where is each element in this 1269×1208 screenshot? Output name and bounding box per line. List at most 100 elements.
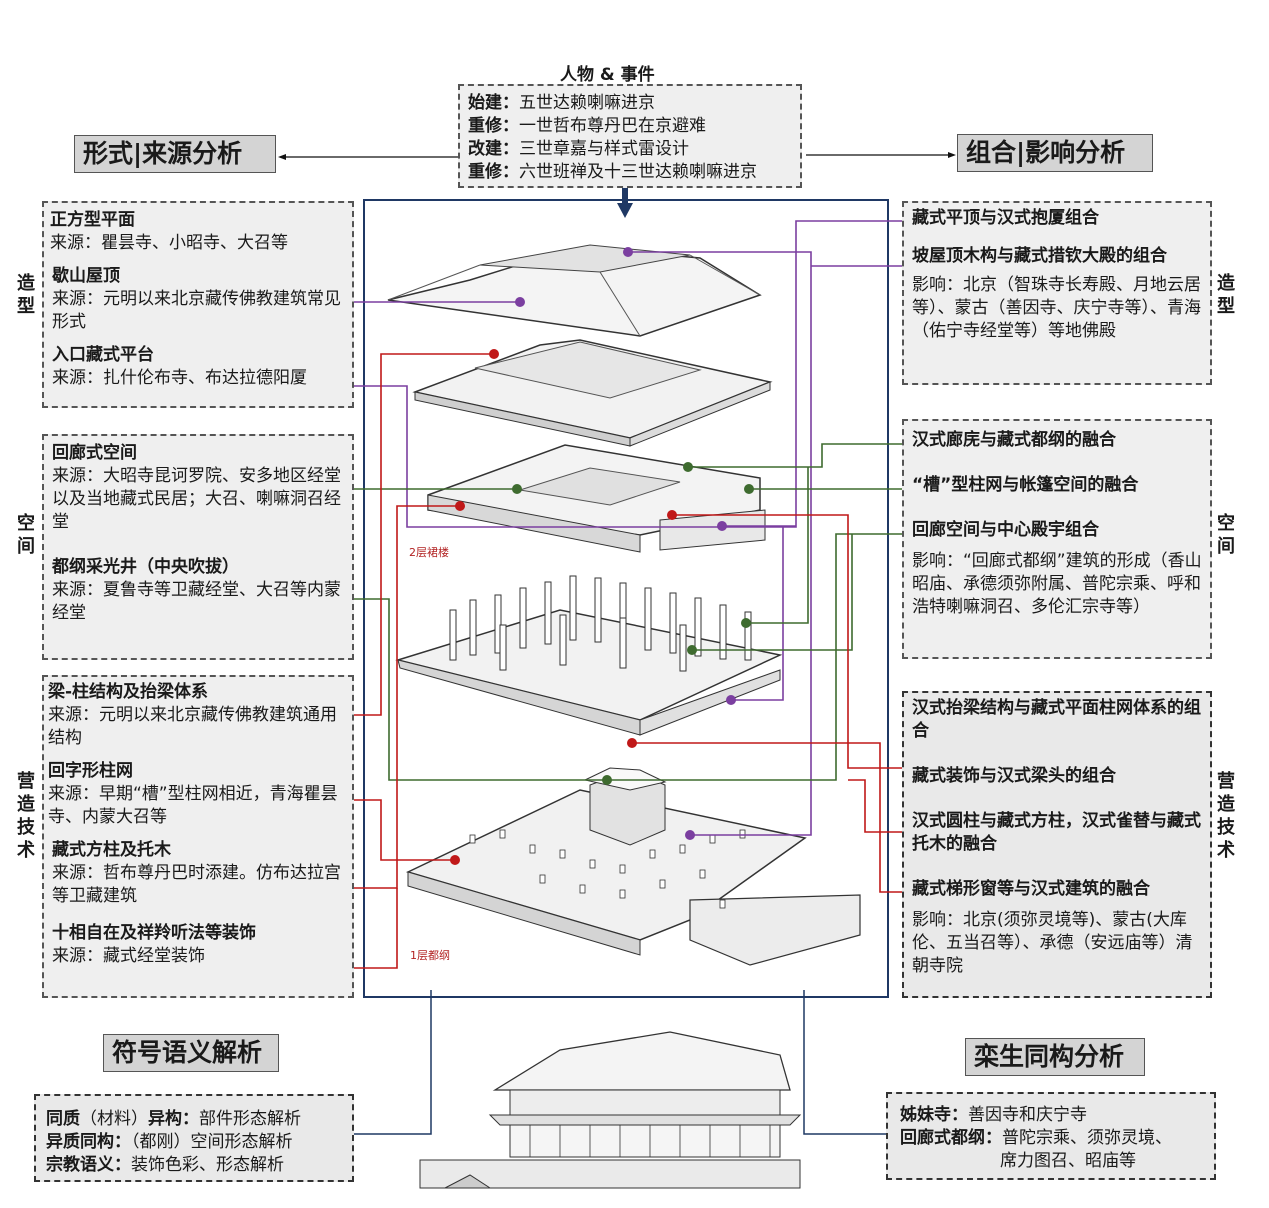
- arrow-head-left: [278, 154, 286, 160]
- header-twin-isomorphism-analysis: 栾生同构分析: [965, 1038, 1145, 1076]
- roof-illustration: [387, 244, 762, 337]
- item-title: 藏式梯形窗等与汉式建筑的融合: [912, 879, 1150, 899]
- event-row: 重修：六世班禅及十三世达赖喇嘛进京: [468, 161, 792, 184]
- event-label: 始建：: [468, 93, 519, 113]
- item-title: 汉式圆柱与藏式方柱，汉式雀替与藏式托木的融合: [912, 811, 1201, 854]
- side-label-form-right: 造型: [1217, 273, 1235, 317]
- layer-label-2f: 2层裙楼: [409, 546, 449, 559]
- event-label: 重修：: [468, 116, 519, 136]
- item-title: 十相自在及祥羚听法等装饰: [52, 923, 256, 943]
- item-title: 藏式方柱及托木: [52, 840, 171, 860]
- arrow-head-right: [948, 152, 956, 158]
- left-form-box: 正方型平面 来源：瞿昙寺、小昭寺、大召等 歇山屋顶 来源：元明以来北京藏传佛教建…: [42, 201, 354, 408]
- line-label: 宗教语义：: [46, 1155, 131, 1175]
- twin-line: 回廊式都纲：普陀宗乘、须弥灵境、: [900, 1127, 1202, 1150]
- form-connectors: [354, 220, 905, 836]
- side-label-space-left: 空间: [17, 513, 35, 557]
- event-row: 重修：一世哲布尊丹巴在京避难: [468, 115, 792, 138]
- space-dots: [512, 462, 754, 785]
- item-title: 藏式平顶与汉式抱厦组合: [912, 208, 1099, 228]
- item-title: 梁-柱结构及抬梁体系: [48, 682, 209, 702]
- item-title: 都纲采光井（中央吹拔）: [52, 557, 239, 577]
- second-floor-illustration: [427, 444, 766, 553]
- line-label: 同质: [46, 1109, 80, 1129]
- left-tech-item: 梁-柱结构及抬梁体系 来源：元明以来北京藏传佛教建筑通用结构: [48, 681, 348, 750]
- event-text: 一世哲布尊丹巴在京避难: [519, 116, 706, 136]
- event-label: 改建：: [468, 139, 519, 159]
- header-form-source-analysis: 形式|来源分析: [74, 135, 276, 173]
- item-text: 来源：夏鲁寺等卫藏经堂、大召等内蒙经堂: [52, 580, 341, 623]
- temple-elevation-illustration: [419, 1031, 802, 1189]
- left-form-item: 歇山屋顶 来源：元明以来北京藏传佛教建筑常见形式: [50, 265, 346, 334]
- item-text: 来源：早期“槽”型柱网相近，青海瞿昙寺、内蒙大召等: [48, 784, 338, 827]
- line-label: 姊妹寺：: [900, 1105, 968, 1125]
- layer-label-1f: 1层都纲: [410, 949, 450, 962]
- line-label2: 异构：: [148, 1109, 199, 1129]
- events-box: 始建：五世达赖喇嘛进京 重修：一世哲布尊丹巴在京避难 改建：三世章嘉与样式雷设计…: [458, 84, 802, 188]
- tech-dots: [450, 349, 677, 865]
- item-text: 来源：元明以来北京藏传佛教建筑通用结构: [48, 705, 337, 748]
- line-text: （都刚）空间形态解析: [131, 1132, 293, 1152]
- line-text: 普陀宗乘、须弥灵境、: [1002, 1128, 1172, 1148]
- influence-text: 影响：北京（智珠寺长寿殿、月地云居等）、蒙古（善因寺、庆宁寺等）、青海（佑宁寺经…: [912, 275, 1201, 341]
- twin-line: 席力图召、昭庙等: [900, 1150, 1202, 1173]
- down-arrow-head: [617, 203, 633, 218]
- event-row: 始建：五世达赖喇嘛进京: [468, 92, 792, 115]
- item-title: 藏式装饰与汉式梁头的组合: [912, 766, 1116, 786]
- roof-frame-illustration: [412, 339, 773, 447]
- side-label-tech-left: 营造技术: [17, 771, 35, 861]
- item-title: 回字形柱网: [48, 761, 133, 781]
- item-title: 回廊空间与中心殿宇组合: [912, 520, 1099, 540]
- connector-bottom-right: [803, 990, 886, 1135]
- item-title: 歇山屋顶: [52, 266, 120, 286]
- column-grid-illustration: [395, 575, 783, 736]
- line-text: 席力图召、昭庙等: [1000, 1151, 1136, 1171]
- symbol-line: 宗教语义：装饰色彩、形态解析: [46, 1154, 342, 1177]
- line-text: 部件形态解析: [199, 1109, 301, 1129]
- left-tech-item: 藏式方柱及托木 来源：哲布尊丹巴时添建。仿布达拉宫等卫藏建筑: [48, 839, 348, 908]
- line-mid: （材料）: [80, 1109, 148, 1129]
- header-combination-influence-analysis: 组合|影响分析: [957, 134, 1153, 172]
- symbol-analysis-box: 同质（材料）异构：部件形态解析 异质同构：（都刚）空间形态解析 宗教语义：装饰色…: [34, 1094, 354, 1182]
- left-space-item: 回廊式空间 来源：大昭寺昆诃罗院、安多地区经堂以及当地藏式民居；大召、喇嘛洞召经…: [52, 442, 344, 534]
- events-title: 人物 & 事件: [560, 65, 655, 85]
- item-title: 汉式廊庑与藏式都纲的融合: [912, 430, 1116, 450]
- twin-line: 姊妹寺：善因寺和庆宁寺: [900, 1104, 1202, 1127]
- item-title: “槽”型柱网与帐篷空间的融合: [912, 475, 1139, 495]
- item-text: 来源：瞿昙寺、小昭寺、大召等: [50, 233, 288, 253]
- side-label-tech-right: 营造技术: [1217, 771, 1235, 861]
- item-text: 来源：元明以来北京藏传佛教建筑常见形式: [52, 289, 341, 332]
- line-label: 异质同构：: [46, 1132, 131, 1152]
- item-title: 正方型平面: [50, 210, 135, 230]
- item-title: 入口藏式平台: [52, 345, 154, 365]
- right-space-box: 汉式廊庑与藏式都纲的融合 “槽”型柱网与帐篷空间的融合 回廊空间与中心殿宇组合 …: [902, 419, 1212, 659]
- side-label-space-right: 空间: [1217, 513, 1235, 557]
- first-floor-illustration: [405, 767, 861, 966]
- twin-analysis-box: 姊妹寺：善因寺和庆宁寺 回廊式都纲：普陀宗乘、须弥灵境、 席力图召、昭庙等: [886, 1092, 1216, 1180]
- symbol-line: 同质（材料）异构：部件形态解析: [46, 1108, 342, 1131]
- item-text: 来源：大昭寺昆诃罗院、安多地区经堂以及当地藏式民居；大召、喇嘛洞召经堂: [52, 466, 341, 532]
- left-space-item: 都纲采光井（中央吹拔） 来源：夏鲁寺等卫藏经堂、大召等内蒙经堂: [52, 556, 344, 625]
- left-tech-item: 回字形柱网 来源：早期“槽”型柱网相近，青海瞿昙寺、内蒙大召等: [48, 760, 348, 829]
- left-form-item: 入口藏式平台 来源：扎什伦布寺、布达拉德阳厦: [50, 344, 346, 390]
- form-dots: [515, 247, 736, 840]
- item-title: 回廊式空间: [52, 443, 137, 463]
- line-label: 回廊式都纲：: [900, 1128, 1002, 1148]
- connector-bottom-left: [354, 990, 432, 1135]
- left-form-item: 正方型平面 来源：瞿昙寺、小昭寺、大召等: [50, 209, 346, 255]
- tech-connectors: [354, 353, 905, 969]
- event-row: 改建：三世章嘉与样式雷设计: [468, 138, 792, 161]
- event-text: 六世班禅及十三世达赖喇嘛进京: [519, 162, 757, 182]
- item-text: 来源：哲布尊丹巴时添建。仿布达拉宫等卫藏建筑: [52, 863, 341, 906]
- event-text: 五世达赖喇嘛进京: [519, 93, 655, 113]
- right-form-box: 藏式平顶与汉式抱厦组合 坡屋顶木构与藏式措钦大殿的组合 影响：北京（智珠寺长寿殿…: [902, 201, 1212, 385]
- influence-text: 影响：“回廊式都纲”建筑的形成（香山昭庙、承德须弥附属、普陀宗乘、呼和浩特喇嘛洞…: [912, 551, 1202, 617]
- event-text: 三世章嘉与样式雷设计: [519, 139, 689, 159]
- event-label: 重修：: [468, 162, 519, 182]
- influence-text: 影响：北京(须弥灵境等)、蒙古(大库伦、五当召等）、承德（安远庙等）清朝寺院: [912, 910, 1193, 976]
- header-symbol-semantic-analysis: 符号语义解析: [103, 1034, 279, 1072]
- right-tech-box: 汉式抬梁结构与藏式平面柱网体系的组合 藏式装饰与汉式梁头的组合 汉式圆柱与藏式方…: [902, 691, 1212, 998]
- down-arrow-shaft: [622, 188, 628, 204]
- left-tech-box: 梁-柱结构及抬梁体系 来源：元明以来北京藏传佛教建筑通用结构 回字形柱网 来源：…: [42, 675, 354, 998]
